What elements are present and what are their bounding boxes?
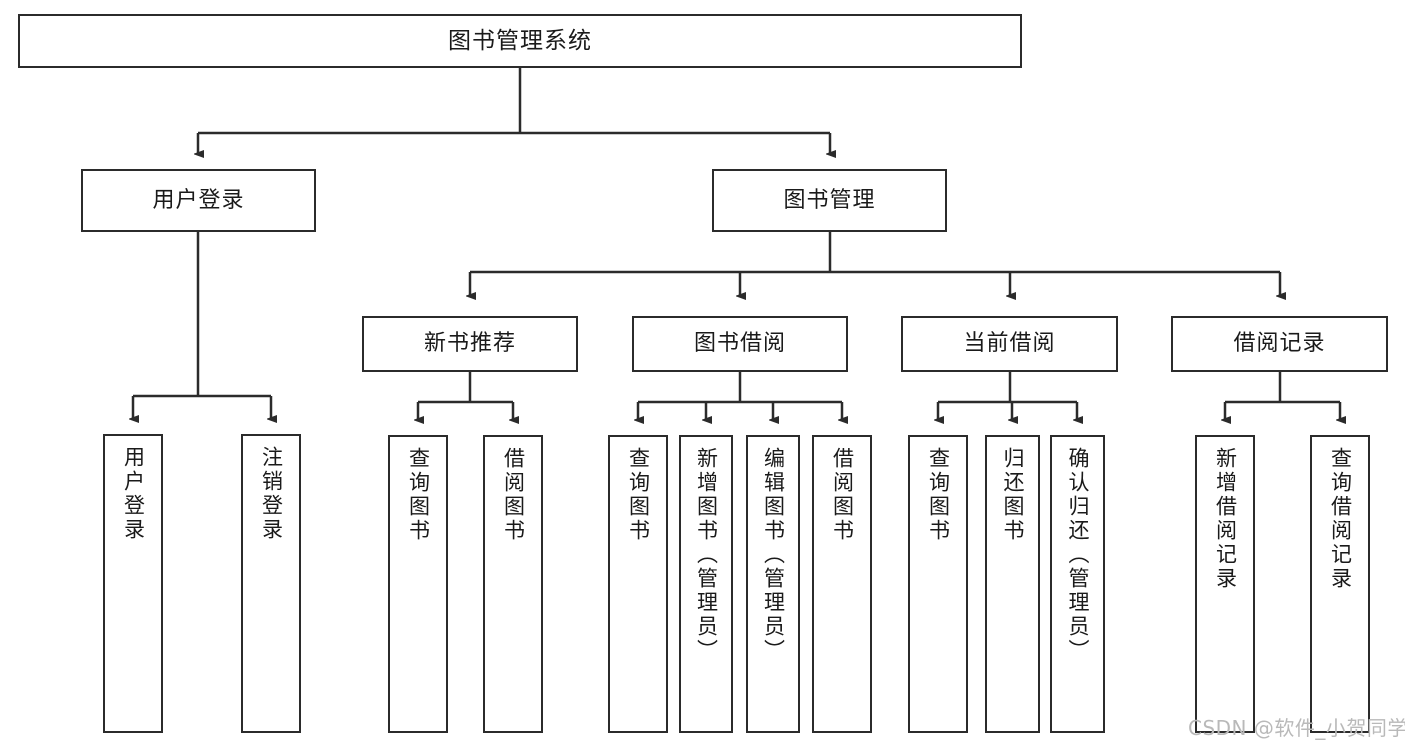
node-book-borrow-label: 图书借阅 xyxy=(693,331,786,357)
leaf-confirm-return-admin-label: 确认归还（管理员） xyxy=(1066,447,1090,663)
leaf-query-book-borrow-label: 查询图书 xyxy=(626,447,651,543)
leaf-query-book-recommend-label: 查询图书 xyxy=(406,447,431,543)
leaf-borrow-book-recommend[interactable]: 借阅图书 xyxy=(483,435,543,733)
leaf-borrow-book-label: 借阅图书 xyxy=(830,447,855,543)
node-book-borrow[interactable]: 图书借阅 xyxy=(632,316,848,372)
leaf-confirm-return-admin[interactable]: 确认归还（管理员） xyxy=(1050,435,1105,733)
node-root[interactable]: 图书管理系统 xyxy=(18,14,1022,68)
leaf-logout-label: 注销登录 xyxy=(259,446,284,542)
leaf-return-book-label: 归还图书 xyxy=(1001,447,1025,543)
node-new-book-recommend-label: 新书推荐 xyxy=(423,331,516,357)
leaf-user-login[interactable]: 用户登录 xyxy=(103,434,163,733)
leaf-edit-book-admin[interactable]: 编辑图书（管理员） xyxy=(746,435,800,733)
leaf-add-borrow-record-label: 新增借阅记录 xyxy=(1213,447,1238,591)
leaf-logout[interactable]: 注销登录 xyxy=(241,434,301,733)
leaf-user-login-label: 用户登录 xyxy=(121,446,146,542)
node-user-login-label: 用户登录 xyxy=(152,187,245,213)
leaf-add-borrow-record[interactable]: 新增借阅记录 xyxy=(1195,435,1255,733)
leaf-query-book-recommend[interactable]: 查询图书 xyxy=(388,435,448,733)
leaf-add-book-admin[interactable]: 新增图书（管理员） xyxy=(679,435,733,733)
node-borrow-record[interactable]: 借阅记录 xyxy=(1171,316,1388,372)
leaf-borrow-book-recommend-label: 借阅图书 xyxy=(501,447,526,543)
watermark: CSDN @软件_小贺同学 xyxy=(1188,716,1405,740)
node-current-borrow[interactable]: 当前借阅 xyxy=(901,316,1118,372)
node-borrow-record-label: 借阅记录 xyxy=(1233,331,1326,357)
node-book-management[interactable]: 图书管理 xyxy=(712,169,947,232)
node-book-management-label: 图书管理 xyxy=(783,187,876,213)
leaf-query-book-current-label: 查询图书 xyxy=(926,447,951,543)
leaf-return-book[interactable]: 归还图书 xyxy=(985,435,1040,733)
node-new-book-recommend[interactable]: 新书推荐 xyxy=(362,316,578,372)
leaf-borrow-book[interactable]: 借阅图书 xyxy=(812,435,872,733)
leaf-add-book-admin-label: 新增图书（管理员） xyxy=(694,447,719,663)
leaf-edit-book-admin-label: 编辑图书（管理员） xyxy=(761,447,786,663)
node-root-label: 图书管理系统 xyxy=(448,27,592,54)
leaf-query-book-current[interactable]: 查询图书 xyxy=(908,435,968,733)
leaf-query-borrow-record-label: 查询借阅记录 xyxy=(1328,447,1353,591)
node-current-borrow-label: 当前借阅 xyxy=(963,331,1056,357)
node-user-login[interactable]: 用户登录 xyxy=(81,169,316,232)
leaf-query-book-borrow[interactable]: 查询图书 xyxy=(608,435,668,733)
leaf-query-borrow-record[interactable]: 查询借阅记录 xyxy=(1310,435,1370,733)
